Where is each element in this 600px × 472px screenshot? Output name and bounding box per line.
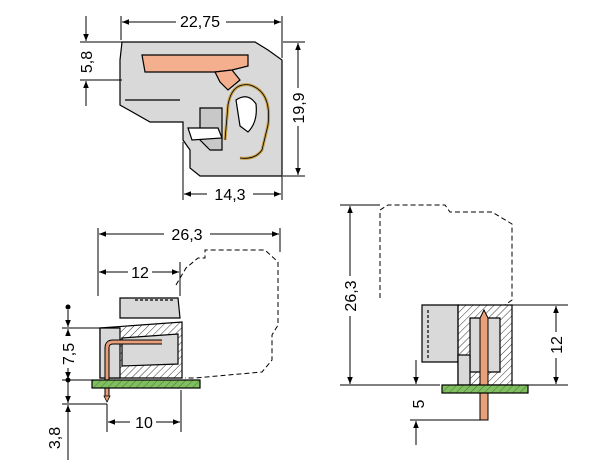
clamp-inner bbox=[235, 96, 257, 133]
solder-pin-fill bbox=[105, 340, 162, 396]
lever-arm bbox=[214, 69, 241, 91]
datum-dot-top bbox=[65, 304, 71, 310]
connector-side-view: 26,3 12 5 bbox=[340, 204, 568, 445]
connector-front-view: 26,3 12 7,5 3,8 10 bbox=[47, 223, 281, 460]
lever-outline-dashed bbox=[175, 249, 279, 379]
housing-upper bbox=[119, 297, 181, 319]
side-housing-foot bbox=[457, 354, 471, 386]
dim-total-height: 19,9 bbox=[291, 92, 308, 123]
housing-cavity bbox=[121, 333, 179, 367]
dim-side-pin-length: 5 bbox=[411, 399, 428, 408]
dim-lever-height: 5,8 bbox=[79, 51, 96, 73]
dim-side-body-height: 12 bbox=[549, 336, 566, 354]
connector-top-view: 22,75 5,8 19,9 14,3 bbox=[79, 10, 308, 204]
pin-slot bbox=[187, 127, 223, 141]
dim-front-body-width: 12 bbox=[131, 265, 149, 282]
dim-pin-depth: 3,8 bbox=[47, 427, 64, 449]
side-solder-pin bbox=[479, 308, 489, 421]
dim-side-total-height: 26,3 bbox=[343, 280, 360, 311]
side-lever-outline-dashed bbox=[379, 204, 513, 306]
spring-outline bbox=[224, 84, 269, 159]
dim-base-width: 14,3 bbox=[214, 187, 245, 204]
dim-pin-row-height: 7,5 bbox=[61, 343, 78, 365]
side-housing-back bbox=[421, 304, 459, 363]
dim-pitch: 10 bbox=[135, 415, 153, 432]
housing-left bbox=[99, 327, 121, 379]
dim-top-width: 22,75 bbox=[180, 14, 220, 31]
dim-front-total-width: 26,3 bbox=[171, 227, 202, 244]
